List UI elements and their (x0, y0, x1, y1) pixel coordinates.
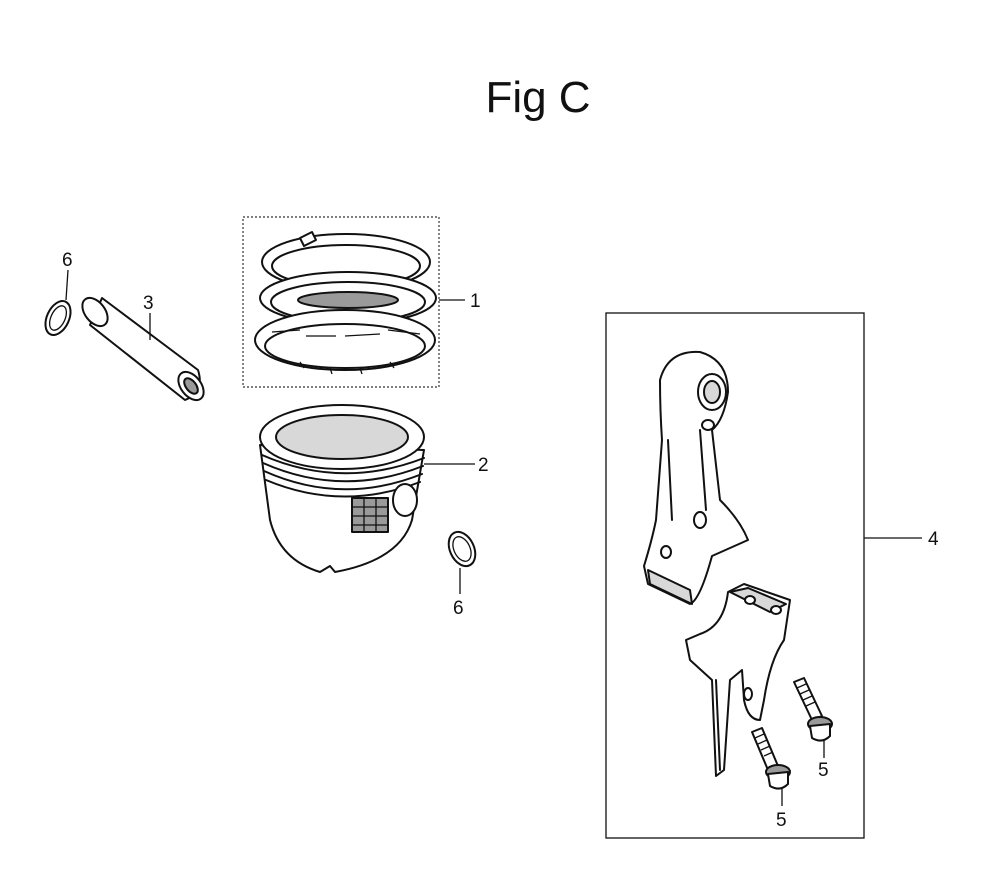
connecting-rod-assembly: 5 5 4 (605, 312, 939, 839)
callout-2: 2 (478, 455, 489, 476)
connecting-rod-box (605, 312, 865, 839)
piston: 2 (259, 404, 489, 573)
figure-title: Fig C (485, 73, 590, 122)
piston-ring-set: 1 (242, 216, 481, 388)
callout-1: 1 (470, 291, 481, 312)
pin-clip-left: 6 (44, 250, 73, 336)
callout-3: 3 (143, 293, 154, 314)
callout-4: 4 (928, 529, 939, 550)
rod-bolt-a: 5 (793, 677, 833, 781)
rod-bolt-b: 5 (751, 727, 791, 831)
callout-5-b: 5 (776, 810, 787, 831)
callout-6-right: 6 (453, 598, 464, 619)
ring-set-box (242, 216, 440, 388)
piston-pin: 3 (81, 293, 205, 402)
callout-5-a: 5 (818, 760, 829, 781)
pin-clip-right: 6 (447, 530, 477, 619)
callout-6-left: 6 (62, 250, 73, 271)
